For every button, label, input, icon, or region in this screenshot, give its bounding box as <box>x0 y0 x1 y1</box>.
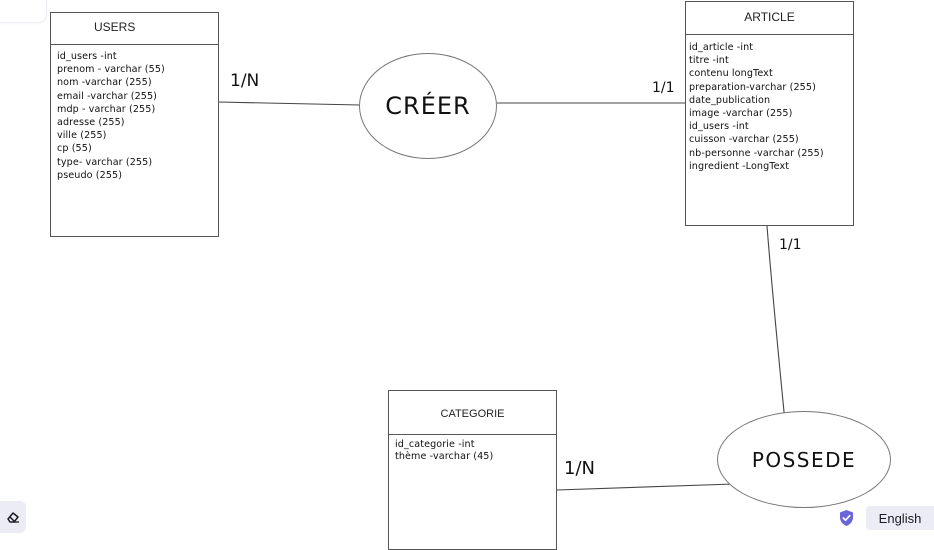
line-users-creer <box>218 101 361 106</box>
attribute-users: adresse (255) <box>57 117 125 129</box>
entity-article-title: ARTICLE <box>686 2 853 35</box>
attribute-categorie: id_categorie -int <box>395 439 475 450</box>
attribute-users: type- varchar (255) <box>57 156 153 168</box>
attribute-article: id_users -int <box>689 121 749 133</box>
attribute-users: mdp - varchar (255) <box>57 103 156 115</box>
cardinality-article-possede: 1/1 <box>779 237 802 253</box>
association-possede[interactable]: POSSEDE <box>717 411 891 508</box>
entity-categorie-title: CATEGORIE <box>389 391 556 435</box>
attribute-article: contenu longText <box>689 68 773 80</box>
attribute-users: nom -varchar (255) <box>57 77 152 89</box>
entity-users-title: USERS <box>51 13 218 45</box>
attribute-article: titre -int <box>689 55 729 67</box>
attribute-users: prenom - varchar (55) <box>57 64 165 76</box>
attribute-users: id_users -int <box>57 51 117 62</box>
shield-check-icon[interactable] <box>838 509 855 527</box>
attribute-article: image -varchar (255) <box>689 108 793 120</box>
language-selector[interactable]: English <box>866 506 934 530</box>
attribute-article: nb-personne -varchar (255) <box>689 147 824 159</box>
entity-users-attributes: id_users -int prenom - varchar (55)nom -v… <box>51 45 218 182</box>
entity-users[interactable]: USERS id_users -int prenom - varchar (55)… <box>50 12 219 237</box>
eraser-button[interactable] <box>0 501 26 533</box>
attribute-article: ingredient -LongText <box>689 160 790 172</box>
association-creer[interactable]: CRÉER <box>359 53 497 159</box>
cardinality-categorie-possede: 1/N <box>564 458 595 479</box>
cardinality-users-creer: 1/N <box>230 71 260 91</box>
cardinality-creer-article: 1/1 <box>652 80 675 96</box>
top-left-panel-edge <box>0 0 46 22</box>
attribute-users: pseudo (255) <box>57 169 123 181</box>
attribute-article: date_publication <box>689 94 771 106</box>
association-possede-label: POSSEDE <box>751 447 857 472</box>
association-creer-label: CRÉER <box>385 92 471 120</box>
attribute-users: ville (255) <box>57 130 107 142</box>
attribute-article: id_article -int <box>689 42 754 53</box>
attribute-users: cp (55) <box>57 143 92 155</box>
attribute-article: preparation-varchar (255) <box>689 81 816 93</box>
attribute-categorie: thème -varchar (45) <box>395 451 494 462</box>
attribute-article: cuisson -varchar (255) <box>689 134 799 146</box>
line-article-possede <box>766 225 786 423</box>
eraser-icon <box>7 512 19 523</box>
attribute-users: email -varchar (255) <box>57 90 158 102</box>
line-categorie-possede <box>556 483 735 491</box>
